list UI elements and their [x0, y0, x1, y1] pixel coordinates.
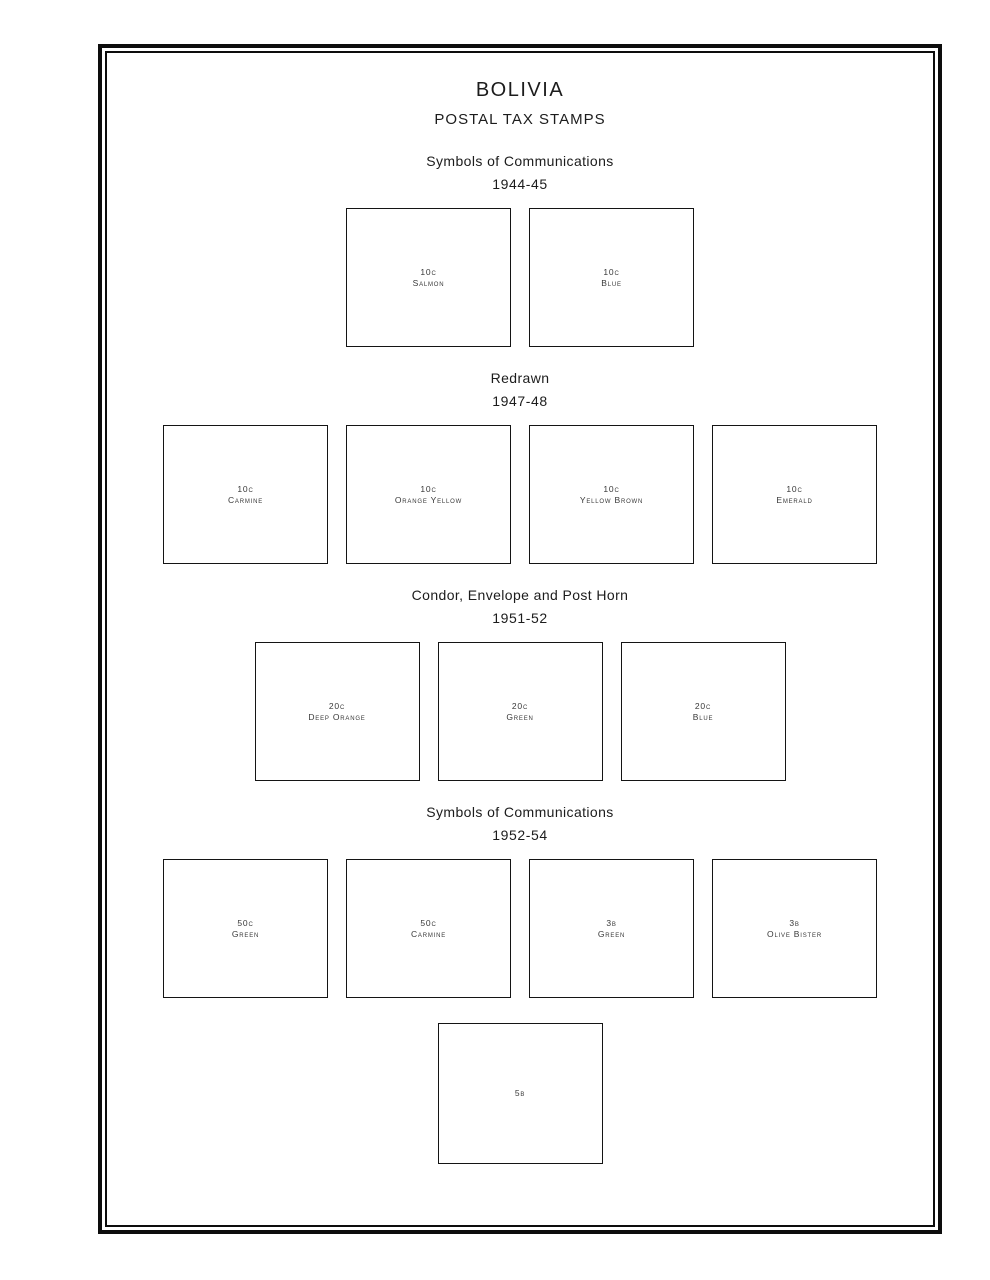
- stamp-label: 10c Orange Yellow: [395, 484, 462, 506]
- stamp-box: 50c Green: [163, 859, 328, 998]
- stamp-denomination: 50c: [237, 917, 254, 928]
- stamp-color: Carmine: [227, 494, 264, 505]
- stamp-denomination: 10c: [786, 483, 803, 494]
- stamp-denomination: 5b: [514, 1088, 526, 1098]
- stamp-denomination: 50c: [420, 917, 437, 928]
- stamp-box: 20c Green: [437, 642, 603, 781]
- stamp-box: 20c Deep Orange: [254, 642, 420, 781]
- stamp-color: Carmine: [410, 928, 447, 939]
- stamp-color: Orange Yellow: [394, 494, 463, 505]
- stamp-label: 10c Yellow Brown: [580, 484, 643, 506]
- stamp-denomination: 20c: [328, 700, 346, 711]
- section-heading: Condor, Envelope and Post Horn: [411, 587, 629, 603]
- stamp-row: 10c Salmon 10c Blue: [107, 208, 933, 347]
- stamp-box: 3b Olive Bister: [712, 859, 877, 998]
- stamp-label: 3b Green: [598, 918, 625, 940]
- stamp-box: 10c Blue: [529, 208, 694, 347]
- stamp-color: Blue: [692, 711, 714, 722]
- stamp-label: 10c Salmon: [413, 267, 445, 289]
- page-frame-outer: BOLIVIA POSTAL TAX STAMPS Symbols of Com…: [98, 44, 942, 1234]
- stamp-denomination: 3b: [606, 917, 617, 928]
- stamp-box: 3b Green: [529, 859, 694, 998]
- stamp-denomination: 10c: [603, 266, 620, 277]
- stamp-denomination: 20c: [694, 700, 712, 711]
- page-subtitle: POSTAL TAX STAMPS: [434, 111, 606, 128]
- stamp-box: 20c Blue: [620, 642, 786, 781]
- stamp-label: 50c Green: [232, 918, 259, 940]
- page-frame-inner: BOLIVIA POSTAL TAX STAMPS Symbols of Com…: [105, 51, 935, 1227]
- section-years: 1952-54: [492, 827, 548, 843]
- stamp-denomination: 10c: [420, 483, 437, 494]
- stamp-label: 20c Green: [506, 701, 533, 723]
- stamp-label: 10c Carmine: [228, 484, 263, 506]
- stamp-box: 10c Emerald: [712, 425, 877, 564]
- stamp-row: 50c Green 50c Carmine 3b Green: [107, 859, 933, 998]
- stamp-row: 5b: [107, 1023, 933, 1164]
- stamp-color: Olive Bister: [767, 928, 822, 939]
- section-heading: Redrawn: [490, 370, 550, 386]
- stamp-box: 50c Carmine: [346, 859, 511, 998]
- stamp-box: 10c Carmine: [163, 425, 328, 564]
- stamp-color: Deep Orange: [308, 711, 366, 722]
- stamp-label: 10c Blue: [601, 267, 622, 289]
- section-heading: Symbols of Communications: [426, 153, 614, 169]
- section-symbols-1952-54: Symbols of Communications 1952-54 50c Gr…: [107, 803, 933, 1164]
- stamp-color: Emerald: [776, 494, 813, 505]
- page-title: BOLIVIA: [475, 79, 565, 101]
- stamp-label: 20c Deep Orange: [308, 701, 365, 723]
- stamp-box: 10c Salmon: [346, 208, 511, 347]
- stamp-color: Green: [597, 928, 626, 939]
- section-years: 1944-45: [492, 176, 548, 192]
- stamp-label: 20c Blue: [693, 701, 714, 723]
- section-years: 1951-52: [492, 610, 548, 626]
- stamp-denomination: 10c: [603, 483, 620, 494]
- stamp-denomination: 20c: [511, 700, 529, 711]
- stamp-box: 10c Yellow Brown: [529, 425, 694, 564]
- stamp-color: Green: [506, 711, 534, 722]
- stamp-box: 5b: [437, 1023, 603, 1164]
- stamp-color: Blue: [601, 277, 622, 288]
- stamp-denomination: 10c: [237, 483, 254, 494]
- stamp-box: 10c Orange Yellow: [346, 425, 511, 564]
- stamp-row: 10c Carmine 10c Orange Yellow 10c: [107, 425, 933, 564]
- stamp-label: 10c Emerald: [776, 484, 812, 506]
- stamp-row: 20c Deep Orange 20c Green 20c Blue: [107, 642, 933, 781]
- stamp-color: Salmon: [412, 277, 445, 288]
- section-years: 1947-48: [492, 393, 548, 409]
- section-symbols-1944-45: Symbols of Communications 1944-45 10c Sa…: [107, 152, 933, 347]
- stamp-color: Yellow Brown: [579, 494, 644, 505]
- stamp-color: Green: [231, 928, 260, 939]
- section-condor-1951-52: Condor, Envelope and Post Horn 1951-52 2…: [107, 586, 933, 781]
- section-heading: Symbols of Communications: [426, 804, 614, 820]
- stamp-denomination: 10c: [420, 266, 437, 277]
- stamp-denomination: 3b: [789, 917, 800, 928]
- section-redrawn-1947-48: Redrawn 1947-48 10c Carmine 10c Orange Y…: [107, 369, 933, 564]
- stamp-label: 3b Olive Bister: [767, 918, 822, 940]
- stamp-label: 5b: [515, 1088, 525, 1099]
- stamp-label: 50c Carmine: [411, 918, 446, 940]
